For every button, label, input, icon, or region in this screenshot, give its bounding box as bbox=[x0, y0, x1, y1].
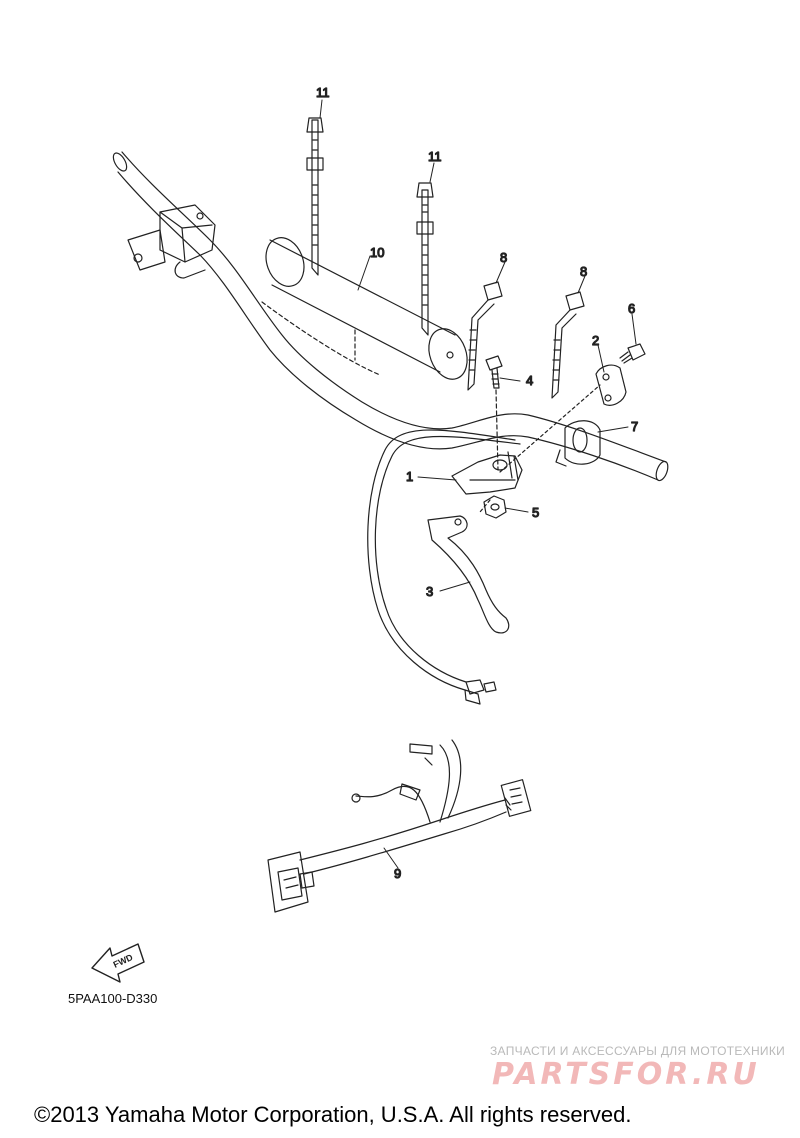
left-switch-block bbox=[127, 204, 216, 279]
switch-cable bbox=[367, 429, 521, 705]
part-label-7: 7 bbox=[631, 419, 638, 434]
diagram-code: 5PAA100-D330 bbox=[68, 991, 158, 1006]
part-label-6: 6 bbox=[628, 301, 635, 316]
part-label-4: 4 bbox=[526, 373, 533, 388]
part-label-11a: 11 bbox=[316, 85, 330, 100]
watermark-logo-text: PARTSFOR.RU bbox=[492, 1057, 760, 1090]
wire-harness bbox=[267, 739, 532, 913]
watermark-logo: PARTSFOR.RU bbox=[492, 1057, 760, 1090]
part-label-11b: 11 bbox=[428, 149, 442, 164]
cable-tie-short-right bbox=[551, 291, 585, 399]
part-label-5: 5 bbox=[532, 505, 539, 520]
bolt bbox=[485, 355, 503, 471]
leader-lines bbox=[319, 99, 637, 869]
cable-tie-long-right bbox=[416, 182, 434, 336]
part-label-8b: 8 bbox=[580, 264, 587, 279]
part-label-1: 1 bbox=[406, 469, 413, 484]
handlebar bbox=[112, 151, 669, 482]
cable-tie-short-left bbox=[467, 281, 503, 391]
screw bbox=[619, 343, 646, 364]
holder-clamp bbox=[595, 364, 627, 406]
lever-bracket bbox=[451, 384, 601, 495]
part-label-2: 2 bbox=[592, 333, 599, 348]
copyright-notice: ©2013 Yamaha Motor Corporation, U.S.A. A… bbox=[34, 1102, 632, 1127]
part-label-10: 10 bbox=[370, 245, 384, 260]
part-label-9: 9 bbox=[394, 866, 401, 881]
part-label-3: 3 bbox=[426, 584, 433, 599]
clutch-lever bbox=[427, 499, 510, 634]
nut bbox=[483, 495, 507, 519]
part-label-8a: 8 bbox=[500, 250, 507, 265]
watermark-tagline: ЗАПЧАСТИ И АКСЕССУАРЫ ДЛЯ МОТОТЕХНИКИ bbox=[490, 1044, 786, 1058]
cable-tie-long-left bbox=[306, 117, 324, 276]
handlebar-pad bbox=[265, 237, 468, 380]
part-number-labels: 11 11 10 8 8 6 2 4 7 1 5 3 9 bbox=[315, 84, 638, 881]
fwd-arrow-icon: FWD bbox=[91, 943, 145, 983]
right-switch bbox=[555, 420, 601, 467]
